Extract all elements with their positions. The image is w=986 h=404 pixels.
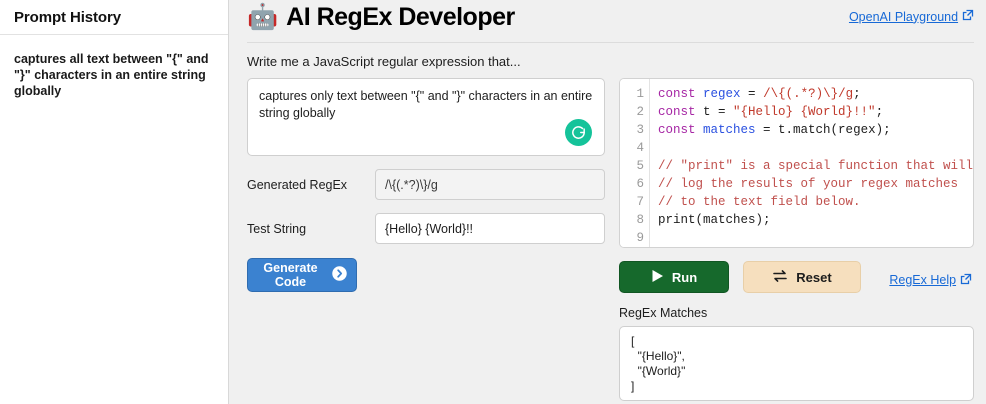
- code-token: = t.match(regex);: [755, 123, 891, 137]
- sidebar-title: Prompt History: [14, 8, 121, 26]
- line-number: 8: [636, 213, 644, 227]
- brand: 🤖 AI RegEx Developer: [247, 3, 515, 32]
- test-string-row: Test String {Hello} {World}!!: [247, 213, 605, 244]
- code-token: ;: [875, 105, 884, 119]
- code-token: [696, 87, 704, 101]
- line-number: 6: [636, 177, 644, 191]
- code-token: t =: [695, 105, 734, 119]
- line-number: 4: [636, 141, 644, 155]
- reset-button[interactable]: Reset: [743, 261, 861, 293]
- code-line: [658, 229, 973, 247]
- line-number: 5: [636, 159, 644, 173]
- openai-playground-label: OpenAI Playground: [848, 9, 959, 24]
- code-line: // log the results of your regex matches: [658, 175, 973, 193]
- code-line: const regex = /\{(.*?)\}/g;: [658, 85, 973, 103]
- content-columns: captures only text between "{" and "}" c…: [247, 78, 975, 401]
- header-divider: [247, 42, 975, 43]
- sidebar-header: Prompt History: [0, 0, 228, 35]
- external-link-icon: [960, 273, 972, 288]
- line-number: 9: [636, 231, 644, 245]
- code-line: // to the text field below.: [658, 193, 973, 211]
- code-line: const matches = t.match(regex);: [658, 121, 973, 139]
- code-token: // "print" is a special function that wi…: [658, 159, 974, 173]
- list-item[interactable]: captures all text between "{" and "}" ch…: [14, 52, 209, 98]
- test-string-input[interactable]: {Hello} {World}!!: [375, 213, 605, 244]
- action-row: Run Reset RegEx Help: [619, 261, 974, 293]
- grammarly-icon[interactable]: [565, 119, 592, 146]
- prompt-input-box[interactable]: captures only text between "{" and "}" c…: [247, 78, 605, 156]
- code-token: matches: [703, 123, 756, 137]
- regex-help-link[interactable]: RegEx Help: [889, 267, 974, 288]
- code-line: const t = "{Hello} {World}!!";: [658, 103, 973, 121]
- run-label: Run: [671, 269, 698, 285]
- line-number: 1: [636, 87, 644, 101]
- generate-code-button[interactable]: Generate Code: [247, 258, 357, 292]
- openai-playground-link[interactable]: OpenAI Playground: [849, 3, 974, 24]
- generate-code-label: Generate Code: [263, 261, 318, 289]
- code-token: [696, 123, 704, 137]
- regex-help-label: RegEx Help: [889, 273, 957, 287]
- generated-regex-row: Generated RegEx /\{(.*?)\}/g: [247, 169, 605, 200]
- code-line: print(matches);: [658, 211, 973, 229]
- code-token: ;: [853, 87, 861, 101]
- app-header: 🤖 AI RegEx Developer OpenAI Playground: [247, 0, 974, 40]
- code-line: [658, 139, 973, 157]
- chevron-right-circle-icon: [331, 265, 348, 285]
- line-number: 7: [636, 195, 644, 209]
- prompt-subtitle: Write me a JavaScript regular expression…: [247, 54, 521, 69]
- prompt-history-sidebar: Prompt History captures all text between…: [0, 0, 229, 404]
- main-panel: 🤖 AI RegEx Developer OpenAI Playground W…: [229, 0, 986, 404]
- code-token: print(matches);: [658, 213, 771, 227]
- code-content[interactable]: const regex = /\{(.*?)\}/g;const t = "{H…: [650, 79, 973, 247]
- prompt-history-list: captures all text between "{" and "}" ch…: [0, 35, 228, 99]
- generated-regex-label: Generated RegEx: [247, 177, 348, 192]
- swap-arrows-icon: [772, 269, 788, 286]
- code-token: regex: [703, 87, 741, 101]
- prompt-input[interactable]: captures only text between "{" and "}" c…: [259, 89, 596, 120]
- line-number-gutter: 1 2 3 4 5 6 7 8 9: [620, 79, 650, 247]
- external-link-icon: [962, 9, 974, 24]
- left-column: captures only text between "{" and "}" c…: [247, 78, 605, 401]
- robot-icon: 🤖: [247, 3, 279, 31]
- line-number: 3: [636, 123, 644, 137]
- page-title: AI RegEx Developer: [286, 3, 515, 31]
- regex-matches-label: RegEx Matches: [619, 306, 708, 320]
- code-token: "{Hello} {World}!!": [733, 105, 876, 119]
- line-number: 2: [636, 105, 644, 119]
- code-line: // "print" is a special function that wi…: [658, 157, 973, 175]
- code-token: const: [658, 105, 696, 119]
- code-token: const: [658, 123, 696, 137]
- reset-label: Reset: [796, 269, 832, 285]
- play-icon: [651, 269, 664, 286]
- run-button[interactable]: Run: [619, 261, 729, 293]
- regex-matches-output: [ "{Hello}", "{World}" ]: [619, 326, 975, 401]
- code-token: const: [658, 87, 696, 101]
- code-token: /\{(.*?)\}/g: [763, 87, 854, 101]
- code-token: =: [740, 87, 764, 101]
- generated-regex-input[interactable]: /\{(.*?)\}/g: [375, 169, 605, 200]
- test-string-label: Test String: [247, 221, 307, 236]
- code-token: // log the results of your regex matches: [658, 177, 959, 191]
- code-token: // to the text field below.: [658, 195, 861, 209]
